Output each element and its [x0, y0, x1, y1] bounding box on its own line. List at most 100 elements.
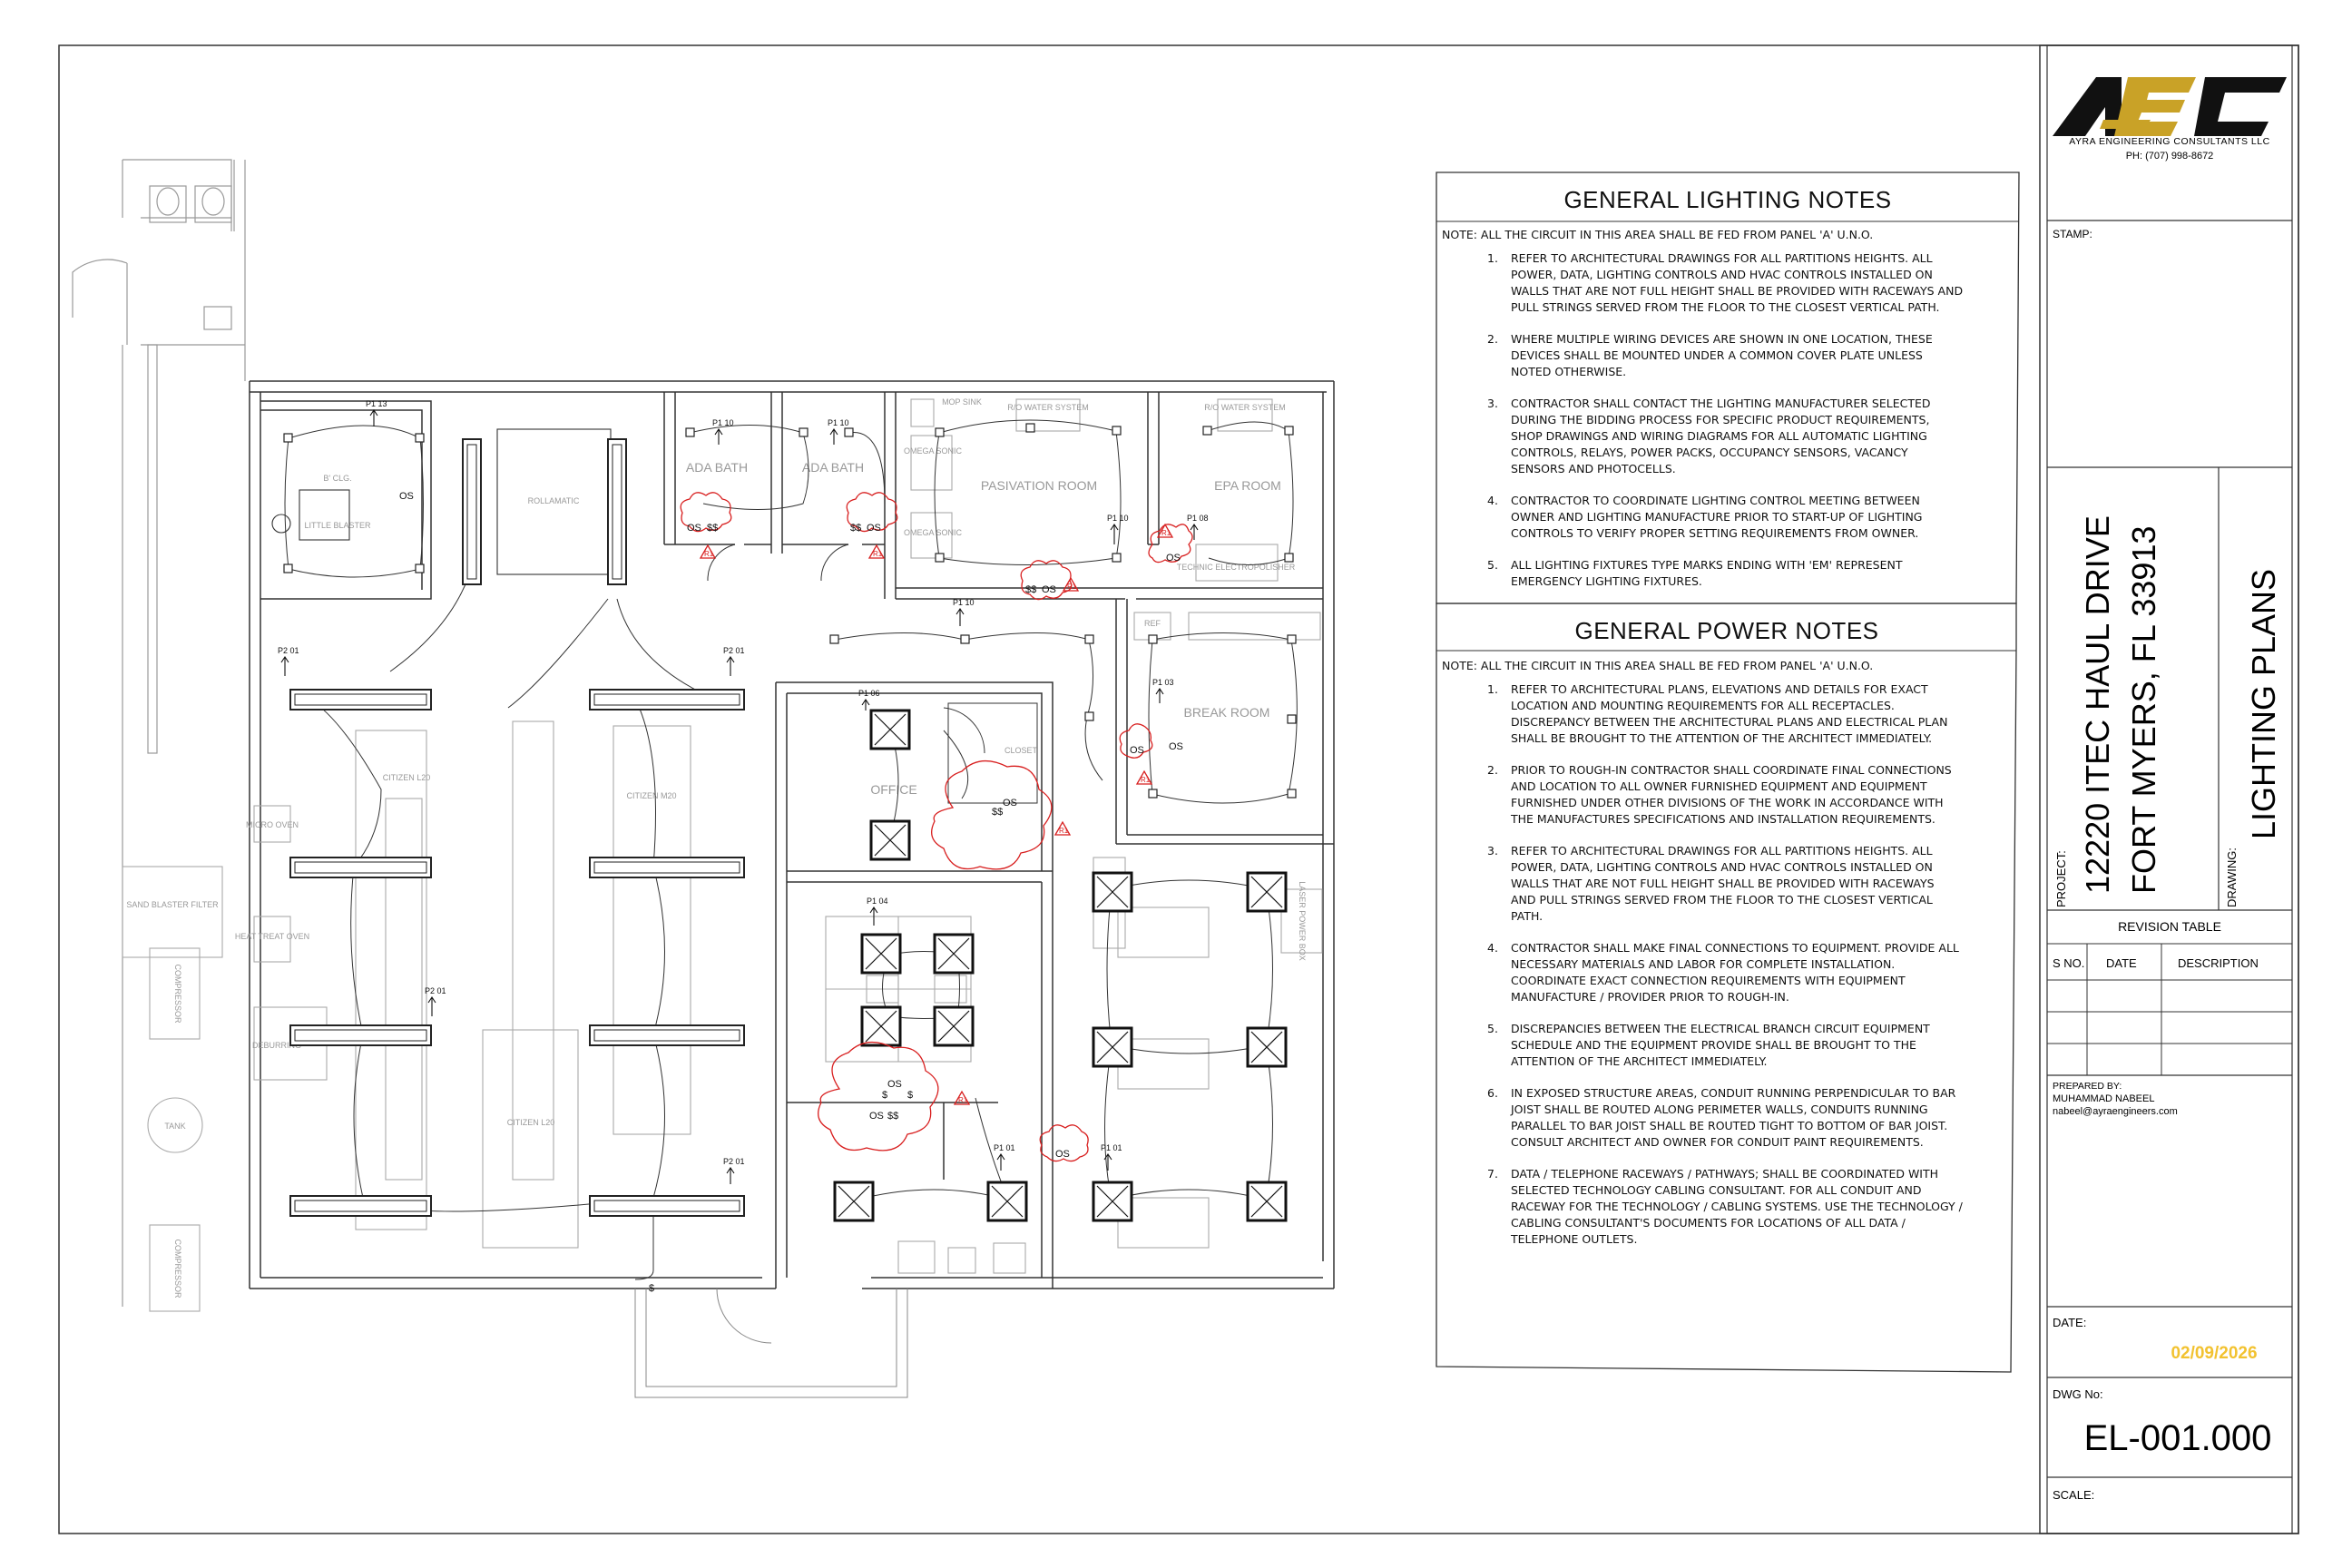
lighting-note-3: 3. CONTRACTOR SHALL CONTACT THE LIGHTING … [1436, 396, 2019, 477]
svg-text:CLOSET: CLOSET [1004, 746, 1038, 755]
power-note-number: 7. [1487, 1167, 1498, 1181]
strip-fixture [589, 1195, 745, 1217]
svg-text:R1: R1 [1141, 776, 1151, 784]
cloud-device-text: OS$$ $$OS $$OS OS OS OS$$ OS$$ OS$$ OS [687, 523, 1181, 1160]
dwg-number: EL-001.000 [2084, 1418, 2272, 1458]
strip-fixture [289, 857, 432, 878]
project-address-line1: 12220 ITEC HAUL DRIVE [2079, 515, 2116, 894]
svg-text:P2 01: P2 01 [723, 1157, 745, 1166]
svg-text:R1: R1 [1059, 827, 1069, 835]
power-note-number: 3. [1487, 844, 1498, 858]
circuit-labels: P1 13 P1 10 P1 10 P1 10 P1 08 P1 10 P2 0… [278, 399, 1209, 1166]
svg-text:$: $ [882, 1090, 887, 1101]
revision-tags: R1 R1 R1 R1 R1 R1 R1 [704, 529, 1171, 1104]
svg-text:R/O WATER SYSTEM: R/O WATER SYSTEM [1007, 403, 1089, 412]
svg-text:BREAK ROOM: BREAK ROOM [1184, 705, 1270, 720]
svg-text:$$: $$ [1025, 584, 1036, 595]
svg-text:CITIZEN M20: CITIZEN M20 [626, 791, 676, 800]
power-notes-lead: NOTE: ALL THE CIRCUIT IN THIS AREA SHALL… [1442, 659, 1874, 672]
project-address-line2: FORT MYERS, FL 33913 [2125, 526, 2162, 895]
svg-text:P1 10: P1 10 [1107, 514, 1129, 523]
svg-text:P1 04: P1 04 [867, 897, 888, 906]
svg-text:$$: $$ [850, 523, 861, 534]
power-notes: GENERAL POWER NOTES NOTE: ALL THE CIRCUI… [1436, 617, 2017, 1263]
troffer-fixture [860, 1005, 902, 1047]
svg-text:HEAT TREAT OVEN: HEAT TREAT OVEN [235, 932, 309, 941]
svg-text:REF: REF [1144, 619, 1161, 628]
svg-text:TECHNIC ELECTROPOLISHER: TECHNIC ELECTROPOLISHER [1177, 563, 1296, 572]
svg-text:OS: OS [867, 523, 881, 534]
lighting-note-text: ALL LIGHTING FIXTURES TYPE MARKS ENDING … [1511, 558, 1903, 588]
strip-fixtures [289, 438, 745, 1217]
svg-text:P1 01: P1 01 [994, 1143, 1015, 1152]
power-note-text: REFER TO ARCHITECTURAL DRAWINGS FOR ALL … [1511, 844, 1935, 923]
power-note-number: 2. [1487, 763, 1498, 777]
power-notes-frame [1436, 603, 2017, 1373]
svg-text:P1 13: P1 13 [366, 399, 387, 408]
power-note-1: 1.REFER TO ARCHITECTURAL PLANS, ELEVATIO… [1436, 681, 2017, 747]
strip-fixture [462, 438, 482, 585]
equipment-outlines [122, 398, 1323, 1312]
svg-text:B' CLG.: B' CLG. [323, 474, 351, 483]
svg-text:SAND BLASTER FILTER: SAND BLASTER FILTER [126, 900, 219, 909]
troffer-fixture [933, 933, 975, 975]
lighting-note-text: CONTRACTOR SHALL CONTACT THE LIGHTING MA… [1511, 397, 1931, 475]
svg-text:P1 10: P1 10 [953, 598, 975, 607]
svg-text:OS: OS [1166, 553, 1181, 564]
svg-text:$$: $$ [707, 523, 718, 534]
power-note-number: 6. [1487, 1086, 1498, 1100]
dwg-label: DWG No: [2053, 1387, 2103, 1401]
troffer-fixture [1246, 871, 1288, 913]
troffer-fixture [833, 1181, 875, 1222]
company-name: AYRA ENGINEERING CONSULTANTS LLC [2069, 136, 2269, 147]
company-phone: PH: (707) 998-8672 [2126, 151, 2214, 162]
company-logo [2053, 77, 2287, 136]
svg-text:OS: OS [869, 1111, 884, 1122]
svg-text:OMEGA SONIC: OMEGA SONIC [904, 446, 963, 456]
power-note-number: 4. [1487, 941, 1498, 955]
svg-text:ADA BATH: ADA BATH [686, 460, 748, 475]
date-label: DATE: [2053, 1316, 2086, 1329]
power-note-4: 4.CONTRACTOR SHALL MAKE FINAL CONNECTION… [1436, 940, 2017, 1005]
svg-text:CITIZEN L20: CITIZEN L20 [383, 773, 431, 782]
svg-text:P1 03: P1 03 [1152, 678, 1174, 687]
drawing-title: LIGHTING PLANS [2245, 569, 2282, 839]
svg-text:MOP SINK: MOP SINK [942, 397, 982, 407]
svg-text:P1 10: P1 10 [828, 418, 849, 427]
prepared-email: nabeel@ayraengineers.com [2053, 1106, 2178, 1117]
power-notes-list: 1.REFER TO ARCHITECTURAL PLANS, ELEVATIO… [1436, 681, 2017, 1248]
svg-text:COMPRESSOR: COMPRESSOR [173, 964, 182, 1024]
prepared-name: MUHAMMAD NABEEL [2053, 1093, 2154, 1104]
lighting-notes-title: GENERAL LIGHTING NOTES [1563, 186, 1892, 213]
strip-fixture [289, 689, 432, 710]
power-note-text: IN EXPOSED STRUCTURE AREAS, CONDUIT RUNN… [1511, 1086, 1956, 1149]
strip-fixture [589, 1024, 745, 1046]
room-labels: B' CLG. LITTLE BLASTER ROLLAMATIC ADA BA… [126, 397, 1307, 1298]
lighting-note-number: 3. [1487, 397, 1498, 410]
lighting-note-text: WHERE MULTIPLE WIRING DEVICES ARE SHOWN … [1511, 332, 1933, 378]
svg-text:OS: OS [687, 523, 701, 534]
power-note-number: 5. [1487, 1022, 1498, 1035]
svg-text:OS: OS [887, 1079, 902, 1090]
prepared-label: PREPARED BY: [2053, 1081, 2122, 1092]
small-fixtures [283, 423, 1297, 799]
svg-text:LASER POWER BOX: LASER POWER BOX [1298, 881, 1307, 961]
lighting-note-4: 4.CONTRACTOR TO COORDINATE LIGHTING CONT… [1436, 493, 2019, 542]
lighting-note-number: 2. [1487, 332, 1498, 346]
lighting-note-text: REFER TO ARCHITECTURAL DRAWINGS FOR ALL … [1511, 251, 1964, 314]
scale-label: SCALE: [2053, 1488, 2094, 1502]
svg-text:P2 01: P2 01 [278, 646, 299, 655]
strip-fixture [607, 438, 627, 585]
svg-text:P2 01: P2 01 [425, 986, 446, 995]
svg-text:EPA ROOM: EPA ROOM [1214, 478, 1281, 493]
svg-text:$: $ [649, 1283, 654, 1294]
svg-text:R1: R1 [873, 550, 883, 558]
revision-clouds [680, 492, 1193, 1162]
power-note-number: 1. [1487, 682, 1498, 696]
troffer-fixture [869, 819, 911, 861]
svg-text:R1: R1 [1067, 583, 1077, 591]
troffer-fixture [933, 1005, 975, 1047]
svg-text:P2 01: P2 01 [723, 646, 745, 655]
power-note-text: DATA / TELEPHONE RACEWAYS / PATHWAYS; SH… [1511, 1167, 1963, 1246]
